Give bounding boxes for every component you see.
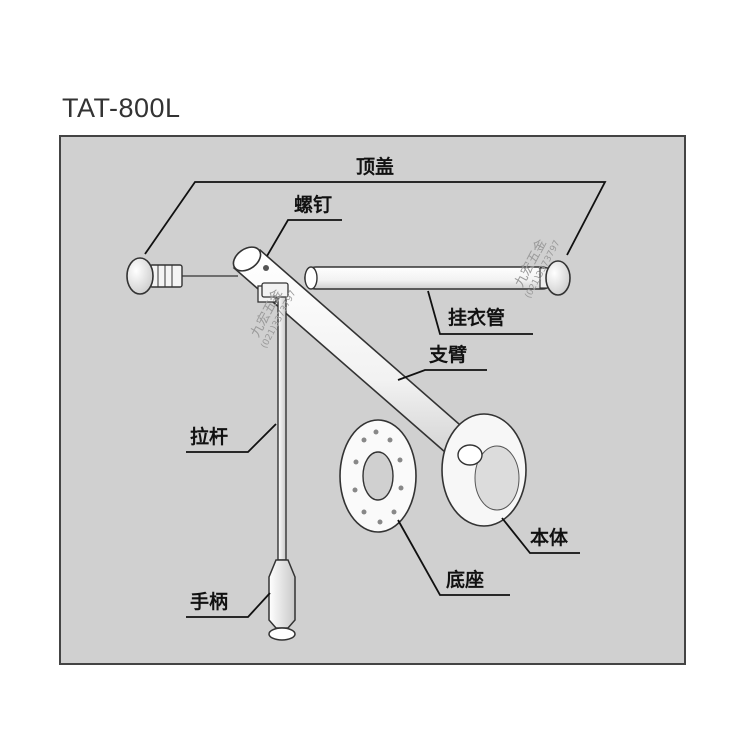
callout-screw: 螺钉 [266,193,342,257]
left-top-cap [126,257,238,295]
handle-part [268,559,296,641]
callout-support-arm: 支臂 [397,343,487,381]
callout-body: 本体 [501,517,580,554]
label-support-arm: 支臂 [428,343,467,366]
label-hanging-tube: 挂衣管 [448,306,505,329]
model-title: TAT-800L [62,93,181,123]
label-top-cap: 顶盖 [356,155,394,178]
callout-top-cap: 顶盖 [144,155,607,256]
callout-handle: 手柄 [186,590,271,618]
label-handle: 手柄 [190,590,228,613]
label-body: 本体 [530,526,569,549]
label-screw: 螺钉 [294,193,332,216]
diagram-panel [59,135,686,665]
callout-pull-rod: 拉杆 [186,423,277,453]
label-pull-rod: 拉杆 [190,425,228,448]
callout-base: 底座 [397,519,510,596]
callout-hanging-tube: 挂衣管 [427,290,533,335]
label-base: 底座 [446,568,484,591]
body-part [441,413,527,527]
base-plate [339,419,417,533]
right-top-cap [539,260,571,296]
